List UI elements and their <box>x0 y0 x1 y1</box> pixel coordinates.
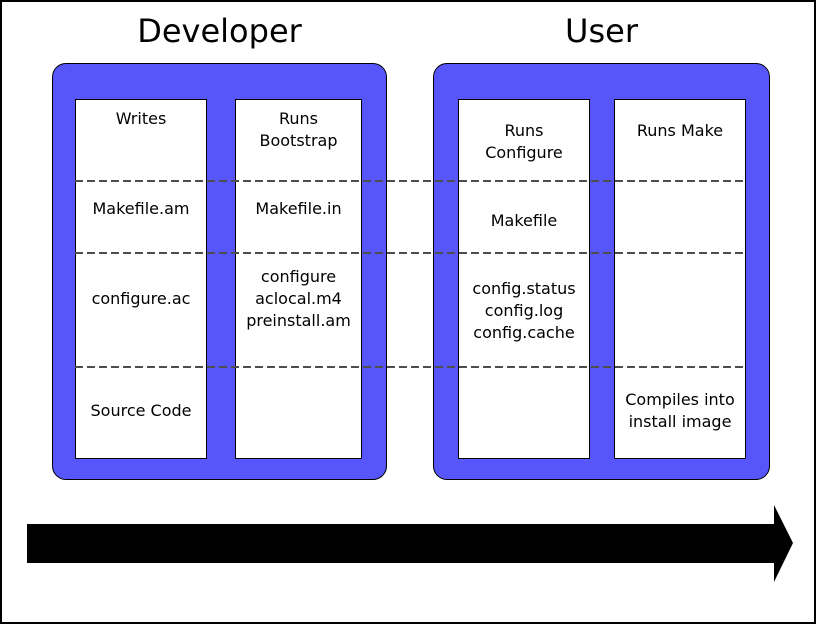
cell-runs-configure: Runs Configure <box>485 121 563 162</box>
cell-configure-ac: configure.ac <box>91 289 191 308</box>
cell-configure-outputs: config.status config.log config.cache <box>472 279 576 342</box>
cell-makefile: Makefile <box>490 211 558 230</box>
cell-runs-bootstrap: Runs Bootstrap <box>259 109 338 150</box>
cell-bootstrap-outputs: configure aclocal.m4 preinstall.am <box>246 267 351 330</box>
dashed-separator-3 <box>75 366 746 368</box>
cell-source-code: Source Code <box>90 401 192 420</box>
cell-makefile-am: Makefile.am <box>92 199 190 218</box>
dashed-separator-1 <box>75 180 746 182</box>
user-configure-column <box>458 99 590 459</box>
cell-runs-make: Runs Make <box>636 121 724 140</box>
developer-group-title: Developer <box>137 12 302 50</box>
cell-writes: Writes <box>115 109 167 128</box>
developer-bootstrap-column <box>235 99 362 459</box>
dashed-separator-2 <box>75 252 746 254</box>
process-flow-arrow-icon <box>27 505 793 582</box>
cell-makefile-in: Makefile.in <box>255 199 342 218</box>
user-make-column <box>614 99 746 459</box>
developer-writes-column <box>75 99 207 459</box>
cell-compiles-into-install-image: Compiles into install image <box>625 390 735 431</box>
user-group-title: User <box>565 12 638 50</box>
